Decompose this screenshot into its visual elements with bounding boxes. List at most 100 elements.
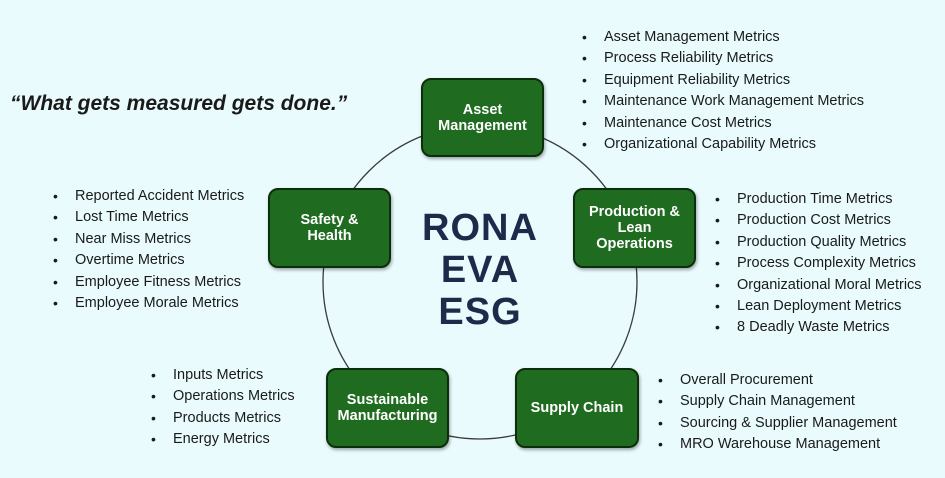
metric-label: Reported Accident Metrics: [75, 188, 245, 204]
metric-list-item: • Process Reliability Metrics: [578, 48, 864, 69]
metric-label: Maintenance Cost Metrics: [604, 114, 772, 131]
node-label: Supply Chain: [530, 400, 624, 416]
bullet-icon: •: [715, 233, 720, 250]
metric-list-item: • Production Cost Metrics: [711, 210, 922, 231]
bullet-icon: •: [53, 294, 58, 311]
center-esg: ESG: [438, 291, 522, 333]
node-label: Operations: [596, 236, 673, 252]
metric-list-item: • Overtime Metrics: [49, 250, 244, 271]
bullet-icon: •: [151, 409, 156, 426]
supply-chain-metrics-list: •Overall Procurement•Supply Chain Manage…: [654, 370, 897, 456]
metric-list-item: • Production Time Metrics: [711, 189, 922, 210]
metric-list-item: • Inputs Metrics: [147, 365, 295, 386]
metric-label: Equipment Reliability Metrics: [604, 71, 791, 88]
metric-label: Organizational Capability Metrics: [604, 135, 816, 152]
asset-metrics-list: • Asset Management Metrics • Process Reliab…: [578, 27, 864, 155]
metric-list-item: •Overall Procurement: [654, 370, 897, 391]
metric-list-item: • Employee Morale Metrics: [49, 293, 244, 314]
metric-list-item: • Lean Deployment Metrics: [711, 296, 922, 317]
bullet-icon: •: [151, 431, 156, 448]
metric-label: Lost Time Metrics: [75, 209, 189, 226]
bullet-icon: •: [582, 29, 587, 45]
node-production-lean-operations[interactable]: Production & Lean Operations: [573, 188, 696, 268]
production-metrics-list: • Production Time Metrics • Production Cost…: [711, 189, 922, 339]
metric-list-item: • Employee Fitness Metrics: [49, 272, 244, 293]
metric-label: Near Miss Metrics: [75, 230, 192, 247]
metric-label: Production Quality Metrics: [737, 233, 907, 250]
metric-label: Process Complexity Metrics: [737, 255, 916, 272]
metric-label: Organizational Moral Metrics: [737, 276, 922, 293]
center-rona: RONA: [422, 207, 538, 249]
metric-list-item: • Maintenance Cost Metrics: [578, 113, 864, 134]
metric-label: Products Metrics: [173, 409, 281, 426]
bullet-icon: •: [715, 212, 720, 229]
bullet-icon: •: [715, 297, 720, 314]
metric-list-item: • Lost Time Metrics: [49, 207, 244, 228]
bullet-icon: •: [53, 209, 58, 226]
node-label: Asset: [462, 101, 503, 118]
metric-label: 8 Deadly Waste Metrics: [737, 319, 890, 336]
metric-label: Employee Fitness Metrics: [75, 273, 241, 290]
bullet-icon: •: [715, 276, 720, 293]
node-sustainable-manufacturing[interactable]: Sustainable Manufacturing: [326, 368, 449, 448]
metric-list-item: • Process Complexity Metrics: [711, 253, 922, 274]
metric-label: Inputs Metrics: [173, 367, 264, 383]
metric-label: Employee Morale Metrics: [75, 294, 239, 311]
metric-list-item: • Maintenance Work Management Metrics: [578, 91, 864, 112]
bullet-icon: •: [582, 114, 587, 131]
metric-list-item: • Equipment Reliability Metrics: [578, 70, 864, 91]
sustainable-metrics-list: •Inputs Metrics•Operations Metrics•Produ…: [147, 365, 295, 451]
bullet-icon: •: [658, 436, 663, 453]
metric-label: Asset Management Metrics: [604, 29, 780, 45]
metric-list-item: • MRO Warehouse Management: [654, 434, 897, 455]
bullet-icon: •: [715, 191, 720, 207]
metric-list-item: • Production Quality Metrics: [711, 232, 922, 253]
bullet-icon: •: [53, 273, 58, 290]
metric-list-item: • Near Miss Metrics: [49, 229, 244, 250]
metric-label: MRO Warehouse Management: [680, 436, 881, 453]
node-label: Lean: [617, 220, 652, 236]
metric-list-item: • Organizational Capability Metrics: [578, 134, 864, 155]
metric-label: Production Cost Metrics: [737, 212, 891, 229]
node-label: Management: [438, 117, 527, 134]
bullet-icon: •: [582, 135, 587, 152]
bullet-icon: •: [53, 188, 58, 204]
metric-label: Maintenance Work Management Metrics: [604, 93, 865, 110]
node-label: Health: [307, 228, 352, 244]
node-label: Production &: [588, 204, 681, 220]
metric-label: Lean Deployment Metrics: [737, 297, 902, 314]
safety-metrics-list: • Reported Accident Metrics • Lost Time Met…: [49, 186, 244, 314]
node-label: Sustainable: [346, 392, 429, 408]
metric-list-item: •Operations Metrics: [147, 386, 295, 407]
node-supply-chain[interactable]: Supply Chain: [515, 368, 639, 448]
metric-label: Production Time Metrics: [737, 191, 893, 207]
bullet-icon: •: [658, 393, 663, 410]
metric-list-item: • Asset Management Metrics: [578, 27, 864, 48]
metric-list-item: • Supply Chain Management: [654, 391, 897, 412]
bullet-icon: •: [582, 93, 587, 110]
metric-list-item: • Reported Accident Metrics: [49, 186, 244, 207]
bullet-icon: •: [715, 319, 720, 336]
metric-label: Overall Procurement: [680, 372, 813, 388]
bullet-icon: •: [151, 367, 156, 383]
metric-list-item: • Organizational Moral Metrics: [711, 275, 922, 296]
metric-label: Energy Metrics: [173, 431, 270, 448]
bullet-icon: •: [151, 388, 156, 405]
metric-list-item: • Energy Metrics: [147, 429, 295, 450]
metric-label: Sourcing & Supplier Management: [680, 414, 897, 431]
metric-label: Overtime Metrics: [75, 252, 185, 269]
bullet-icon: •: [53, 230, 58, 247]
metric-label: Process Reliability Metrics: [604, 50, 774, 67]
metric-label: Supply Chain Management: [680, 393, 855, 410]
bullet-icon: •: [715, 255, 720, 272]
quote-text: “What gets measured gets done.”: [10, 92, 348, 115]
bullet-icon: •: [582, 71, 587, 88]
center-metrics-label: RONA EVA ESG: [405, 207, 555, 333]
bullet-icon: •: [582, 50, 587, 67]
bullet-icon: •: [658, 414, 663, 431]
node-asset-management[interactable]: Asset Management: [421, 78, 544, 157]
node-label: Safety &: [300, 212, 359, 228]
bullet-icon: •: [53, 252, 58, 269]
node-safety-health[interactable]: Safety & Health: [268, 188, 391, 268]
center-eva: EVA: [440, 249, 520, 291]
